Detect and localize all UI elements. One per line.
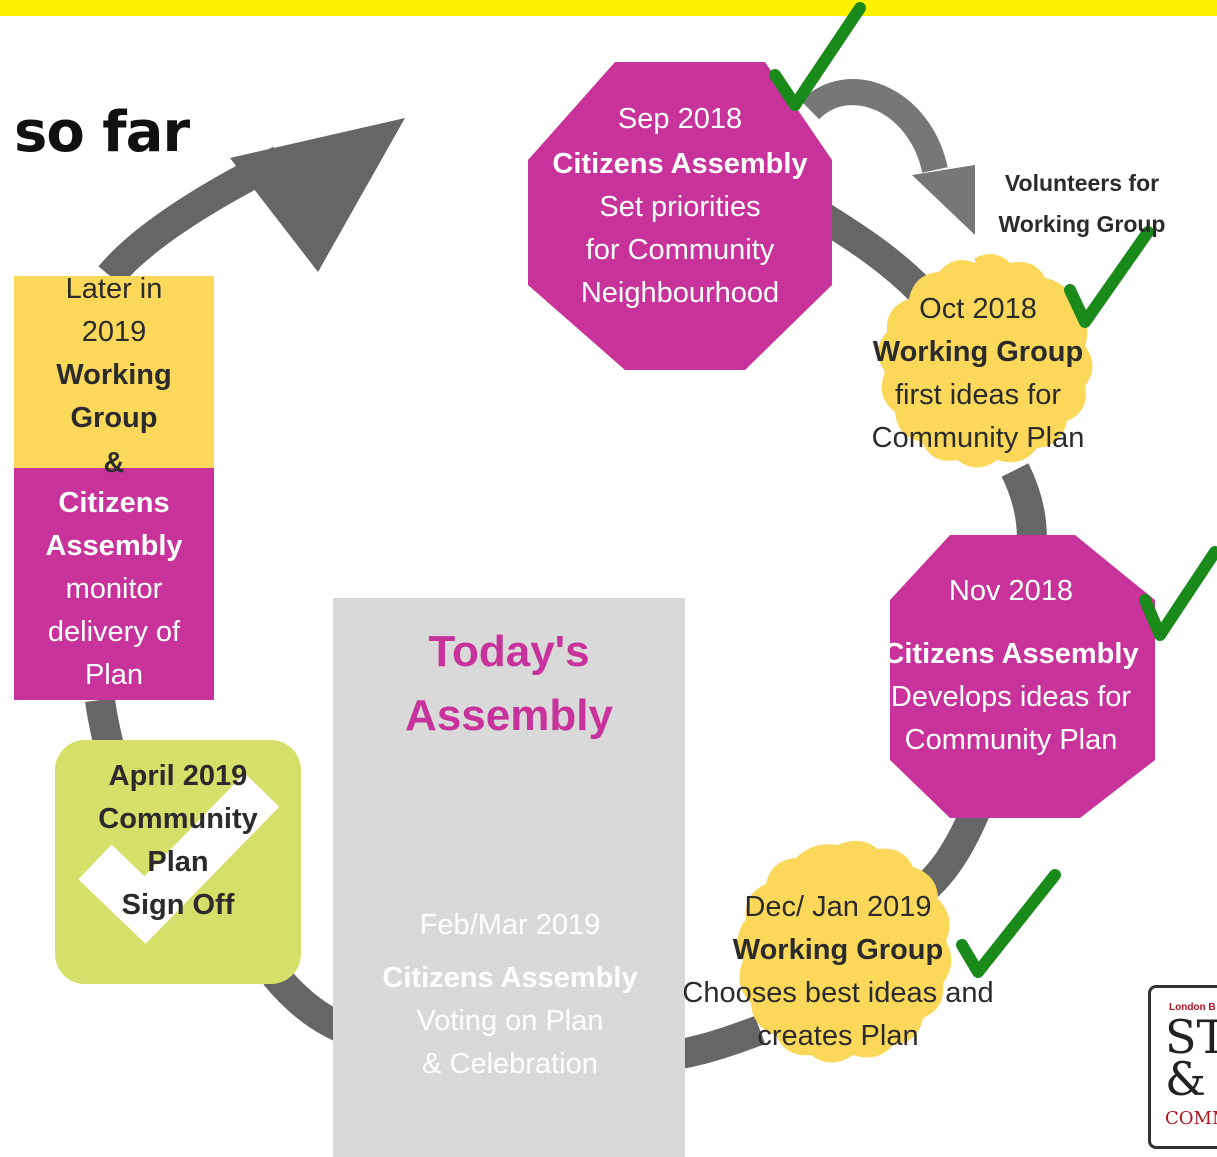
sep-date: Sep 2018 xyxy=(617,103,743,135)
node-oct-2018: Oct 2018 Working Group first ideas for C… xyxy=(850,288,1106,460)
later-line3: Working xyxy=(56,359,172,391)
top-banner xyxy=(0,0,1217,16)
nov-line1: Develops ideas for xyxy=(890,681,1132,713)
todays-assembly-label: Today's Assembly xyxy=(333,620,685,748)
todays-label-line1: Today's xyxy=(428,627,590,676)
apr-checkmark-icon xyxy=(78,773,280,944)
node-sep-2018: Sep 2018 Citizens Assembly Set prioritie… xyxy=(528,98,832,315)
oct-title: Working Group xyxy=(872,336,1084,368)
node-dec-2019: Dec/ Jan 2019 Working Group Chooses best… xyxy=(668,886,1008,1058)
nov-title: Citizens Assembly xyxy=(883,638,1139,670)
apr-line2: Community xyxy=(98,803,258,835)
feb-title: Citizens Assembly xyxy=(382,962,638,994)
feb-line2: & Celebration xyxy=(422,1048,598,1080)
node-feb-2019: Feb/Mar 2019 Citizens Assembly Voting on… xyxy=(365,904,655,1086)
sep-title: Citizens Assembly xyxy=(552,148,808,180)
nov-line2: Community Plan xyxy=(904,724,1118,756)
later-line2: 2019 xyxy=(81,316,147,348)
node-nov-2018-shape xyxy=(890,535,1155,818)
todays-assembly-panel xyxy=(333,598,685,1157)
oct-date: Oct 2018 xyxy=(919,293,1037,325)
later-line9: delivery of xyxy=(47,616,181,648)
volunteers-label: Volunteers for Working Group xyxy=(982,163,1182,245)
later-line7: Assembly xyxy=(45,530,183,562)
cycle-track-sep-oct xyxy=(812,202,931,301)
logo-line3: COMM xyxy=(1165,1108,1217,1129)
sep-line2: for Community xyxy=(585,234,775,266)
council-logo: London B ST & V COMM xyxy=(1148,985,1217,1149)
nov-date: Nov 2018 xyxy=(948,575,1074,607)
node-dec-2019-shape xyxy=(737,840,952,1063)
sep-line3: Neighbourhood xyxy=(580,277,780,309)
check-oct-icon xyxy=(1064,226,1154,328)
dec-title: Working Group xyxy=(732,934,944,966)
sep-line1: Set priorities xyxy=(599,191,761,223)
check-nov-icon xyxy=(1139,546,1217,641)
dec-line1: Chooses best ideas and xyxy=(682,977,994,1009)
later-line10: Plan xyxy=(84,659,144,691)
volunteers-line2: Working Group xyxy=(998,211,1166,237)
dec-date: Dec/ Jan 2019 xyxy=(744,891,932,923)
apr-line1: April 2019 xyxy=(108,760,248,792)
node-oct-2018-shape xyxy=(877,254,1093,468)
node-apr-2019: April 2019 Community Plan Sign Off xyxy=(55,755,301,927)
logo-line2: ST & V xyxy=(1165,1010,1217,1106)
feb-date: Feb/Mar 2019 xyxy=(419,909,601,941)
feb-line1: Voting on Plan xyxy=(416,1005,604,1037)
later-bottom-block xyxy=(14,468,214,700)
volunteer-arrow-shaft xyxy=(800,79,948,174)
logo-line1: London B xyxy=(1169,1002,1216,1013)
later-top-block xyxy=(14,276,214,468)
apr-line3: Plan xyxy=(147,846,209,878)
volunteers-line1: Volunteers for xyxy=(1004,170,1160,196)
dec-line2: creates Plan xyxy=(757,1020,919,1052)
volunteer-arrowhead xyxy=(912,165,975,235)
check-dec-icon xyxy=(956,869,1061,978)
node-sep-2018-shape xyxy=(528,62,832,370)
later-line8: monitor xyxy=(65,573,163,605)
node-nov-2018: Nov 2018 Citizens Assembly Develops idea… xyxy=(862,570,1160,762)
node-later-2019: Later in 2019 Working Group xyxy=(14,268,214,440)
oct-line1: first ideas for xyxy=(895,379,1061,411)
check-sep-icon xyxy=(769,2,866,111)
apr-line4: Sign Off xyxy=(121,889,235,921)
later-line6: Citizens xyxy=(58,487,170,519)
oct-line2: Community Plan xyxy=(871,422,1085,454)
todays-label-line2: Assembly xyxy=(405,691,613,740)
later-line1: Later in xyxy=(65,273,163,305)
later-line5: & xyxy=(103,447,125,479)
arrowhead-top xyxy=(230,118,405,272)
page-title: so far xyxy=(14,100,190,165)
node-later-assembly: & Citizens Assembly monitor delivery of … xyxy=(14,444,214,697)
later-line4: Group xyxy=(70,402,158,434)
